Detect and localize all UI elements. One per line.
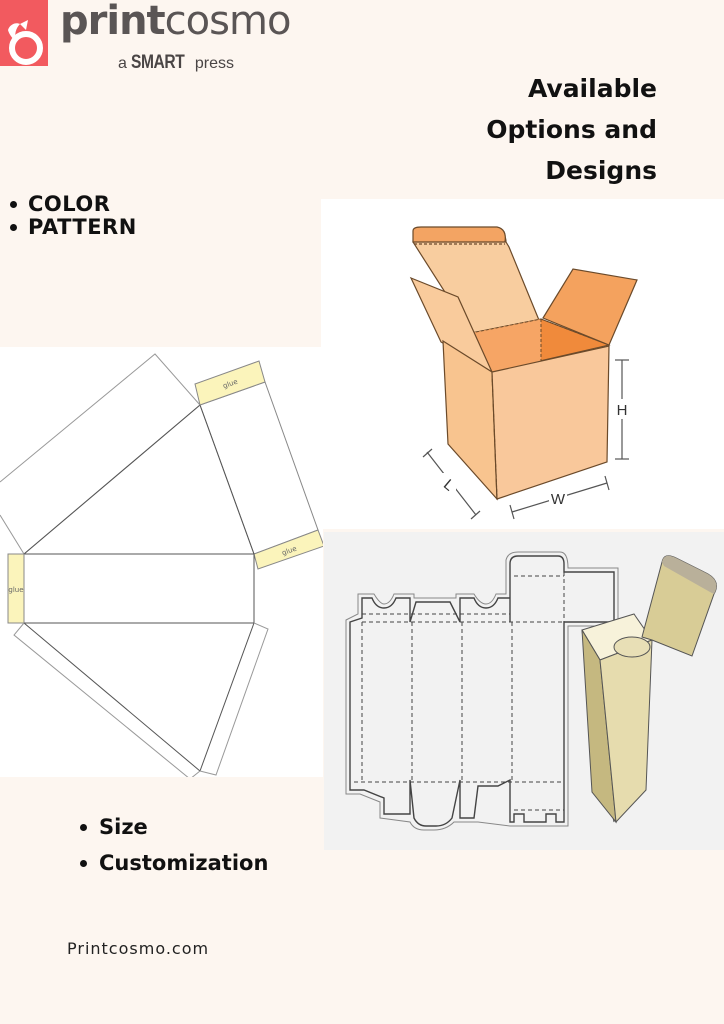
list-item: Customization [80, 845, 268, 881]
lower-options-list: Size Customization [80, 809, 268, 881]
brand-name-bold: print [60, 0, 166, 44]
option-label: COLOR [28, 192, 111, 216]
bullet-icon [80, 859, 87, 867]
option-label: Size [99, 815, 148, 839]
brand-name: printcosmo [60, 0, 292, 44]
website-link[interactable]: Printcosmo.com [67, 939, 210, 958]
glue-label: glue [8, 586, 23, 594]
option-label: Customization [99, 851, 269, 875]
option-label: PATTERN [28, 215, 137, 239]
dieline-image [324, 532, 724, 850]
list-item: PATTERN [10, 216, 137, 239]
list-item: COLOR [10, 193, 137, 216]
bullet-icon [80, 823, 87, 831]
page-headline: Available Options and Designs [417, 68, 657, 191]
brand-tagline: a SMART press [118, 52, 234, 74]
bullet-icon [10, 201, 17, 208]
headline-line: Designs [545, 156, 657, 185]
open-box-image: H L W [321, 199, 724, 529]
logo-swirl-icon [8, 20, 43, 65]
bullet-icon [10, 224, 17, 231]
upper-options-list: COLOR PATTERN [10, 193, 137, 239]
list-item: Size [80, 809, 268, 845]
headline-line: Available [527, 74, 657, 103]
logo-mark [0, 0, 48, 66]
tagline-smart: SMART [131, 52, 185, 73]
headline-line: Options and [486, 115, 657, 144]
pattern-template-image: glue glue glue [0, 347, 323, 777]
tagline-prefix: a [118, 55, 127, 72]
brand-name-light: cosmo [164, 0, 292, 44]
width-label: W [551, 491, 566, 508]
tagline-suffix: press [194, 55, 234, 72]
height-label: H [617, 402, 628, 419]
